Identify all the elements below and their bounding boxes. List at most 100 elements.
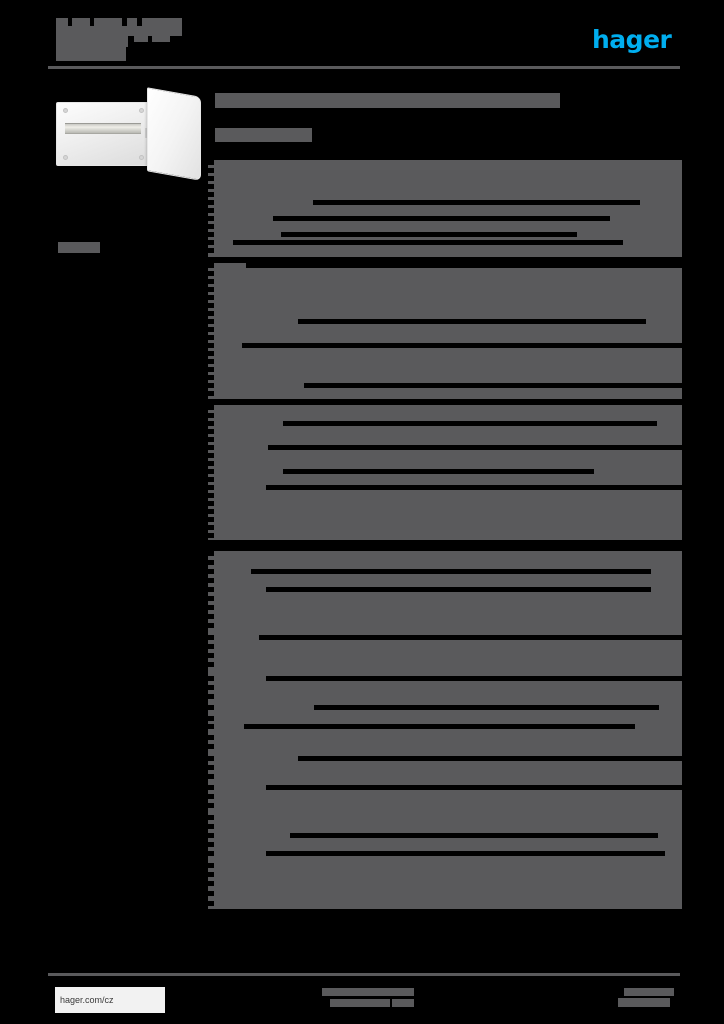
- table-row-marker: [208, 824, 214, 829]
- spec-block-3: [208, 405, 682, 540]
- spec-block-1: [208, 160, 682, 257]
- table-row: [281, 232, 577, 237]
- table-row-marker: [208, 461, 214, 466]
- table-row-marker: [208, 224, 214, 229]
- table-row-marker: [208, 271, 214, 276]
- sidebar-caption: [58, 242, 100, 253]
- table-row: [266, 851, 665, 856]
- table-row: [266, 785, 682, 790]
- table-row-marker: [208, 517, 214, 522]
- table-row-marker: [208, 485, 214, 490]
- table-row-marker: [208, 405, 214, 410]
- footer-center-text: [322, 988, 414, 996]
- table-row-marker: [208, 815, 214, 820]
- table-row-marker: [208, 872, 214, 877]
- table-row-marker: [208, 279, 214, 284]
- table-row-marker: [208, 501, 214, 506]
- hager-logo[interactable]: hager: [592, 25, 674, 54]
- footer-url-text: hager.com/cz: [60, 995, 114, 1005]
- table-row: [283, 469, 594, 474]
- header-line-1-part: [127, 18, 137, 26]
- page-title: [215, 93, 560, 108]
- din-rail-slot: [65, 123, 141, 134]
- table-row-marker: [208, 335, 214, 340]
- screw-icon: [139, 155, 144, 160]
- table-row-marker: [208, 208, 214, 213]
- hager-logo-text: hager: [592, 25, 672, 54]
- table-row-marker: [208, 453, 214, 458]
- table-row-marker: [208, 596, 214, 601]
- table-row-marker: [208, 248, 214, 253]
- table-row-marker: [208, 623, 214, 628]
- table-row-marker: [208, 560, 214, 565]
- table-row-marker: [208, 676, 214, 681]
- table-row-marker: [208, 587, 214, 592]
- table-row-marker: [208, 509, 214, 514]
- header-line-3-part: [56, 36, 128, 47]
- table-row-marker: [208, 685, 214, 690]
- table-row-marker: [208, 232, 214, 237]
- table-row: [314, 705, 659, 710]
- table-row-marker: [208, 184, 214, 189]
- header-line-2: [56, 26, 182, 36]
- table-row-marker: [208, 311, 214, 316]
- table-row-marker: [208, 391, 214, 396]
- table-row: [298, 756, 682, 761]
- footer-center-text-line2: [330, 999, 390, 1007]
- footer-url-box[interactable]: hager.com/cz: [55, 987, 165, 1013]
- table-row: [242, 343, 682, 348]
- table-row-marker: [208, 240, 214, 245]
- enclosure-door: [147, 87, 201, 181]
- table-row-marker: [208, 421, 214, 426]
- table-row: [290, 833, 658, 838]
- page-subtitle: [215, 128, 312, 142]
- table-row-marker: [208, 724, 214, 729]
- table-row-marker: [208, 295, 214, 300]
- table-row: [246, 263, 682, 268]
- table-row-marker: [208, 437, 214, 442]
- table-row: [251, 569, 651, 574]
- table-row: [273, 216, 610, 221]
- table-row-marker: [208, 842, 214, 847]
- header-line-1-part: [72, 18, 90, 26]
- screw-icon: [139, 108, 144, 113]
- table-row-marker: [208, 216, 214, 221]
- table-row: [283, 421, 657, 426]
- table-row-marker: [208, 774, 214, 779]
- table-row-marker: [208, 833, 214, 838]
- table-row-marker: [208, 445, 214, 450]
- footer-page-number: [624, 988, 674, 996]
- table-row-marker: [208, 383, 214, 388]
- table-row-marker: [208, 192, 214, 197]
- table-row-marker: [208, 168, 214, 173]
- table-row-marker: [208, 263, 214, 268]
- spec-block-4: [208, 551, 682, 909]
- table-row: [244, 724, 635, 729]
- table-row: [304, 383, 682, 388]
- table-row-marker: [208, 901, 214, 906]
- table-row-marker: [208, 569, 214, 574]
- table-row-marker: [208, 287, 214, 292]
- table-row-marker: [208, 493, 214, 498]
- table-row-marker: [208, 614, 214, 619]
- product-photo: [56, 87, 206, 181]
- table-row-marker: [208, 694, 214, 699]
- table-row-marker: [208, 891, 214, 896]
- table-row-marker: [208, 200, 214, 205]
- table-row-marker: [208, 367, 214, 372]
- table-row-marker: [208, 803, 214, 808]
- table-row-marker: [208, 176, 214, 181]
- table-row: [313, 200, 640, 205]
- header-line-1-part: [142, 18, 182, 26]
- table-row-marker: [208, 327, 214, 332]
- table-row: [268, 445, 682, 450]
- table-row-marker: [208, 477, 214, 482]
- header-line-1-part: [94, 18, 122, 26]
- table-row-marker: [208, 851, 214, 856]
- table-row-marker: [208, 351, 214, 356]
- table-row-marker: [208, 756, 214, 761]
- table-row-marker: [208, 469, 214, 474]
- table-row: [233, 240, 623, 245]
- header-line-1-part: [56, 18, 68, 26]
